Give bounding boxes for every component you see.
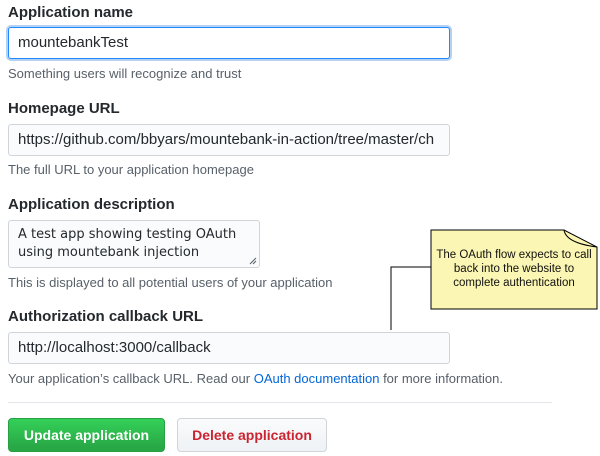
homepage-url-label: Homepage URL: [8, 100, 120, 117]
callout-note-shape: [430, 229, 598, 310]
resize-grip-icon[interactable]: [249, 257, 257, 265]
app-name-hint: Something users will recognize and trust: [8, 66, 242, 81]
app-name-label: Application name: [8, 4, 134, 21]
callback-hint-suffix: for more information.: [379, 371, 503, 386]
callout-leader-line: [390, 266, 431, 330]
callback-hint-prefix: Your application’s callback URL. Read ou…: [8, 371, 254, 386]
app-description-hint: This is displayed to all potential users…: [8, 275, 333, 290]
homepage-url-input[interactable]: https://github.com/bbyars/mountebank-in-…: [8, 124, 450, 156]
homepage-url-hint: The full URL to your application homepag…: [8, 162, 254, 177]
app-name-input[interactable]: mountebankTest: [8, 27, 450, 59]
form-divider: [8, 402, 552, 403]
callback-url-input[interactable]: http://localhost:3000/callback: [8, 332, 450, 364]
callback-url-hint: Your application’s callback URL. Read ou…: [8, 371, 503, 386]
annotation-text: The OAuth flow expects to call back into…: [436, 249, 592, 289]
callback-url-label: Authorization callback URL: [8, 308, 204, 325]
delete-application-button[interactable]: Delete application: [177, 418, 327, 452]
oauth-documentation-link[interactable]: OAuth documentation: [253, 371, 380, 386]
callout-page-curl: [563, 229, 598, 248]
app-description-label: Application description: [8, 196, 175, 213]
update-application-button[interactable]: Update application: [8, 418, 165, 452]
app-description-text: A test app showing testing OAuth using m…: [18, 227, 237, 260]
app-description-textarea[interactable]: A test app showing testing OAuth using m…: [8, 220, 260, 268]
